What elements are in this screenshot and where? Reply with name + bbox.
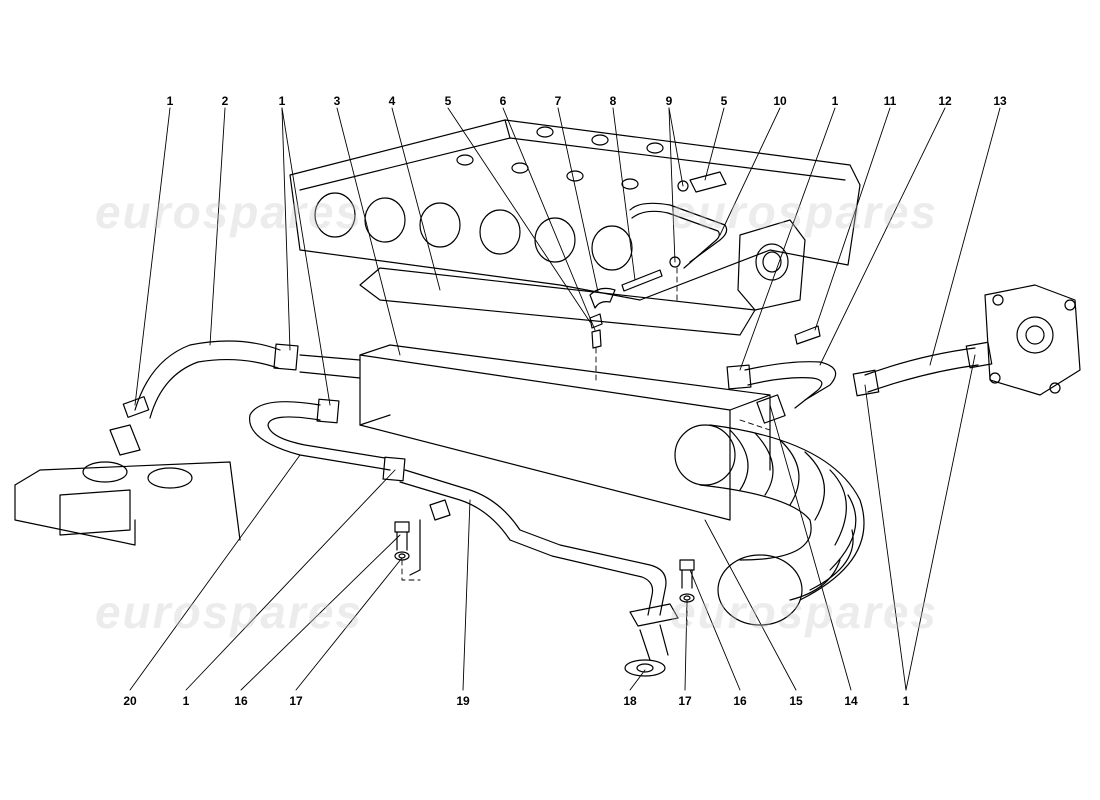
assembly-guides [401, 267, 771, 626]
callout-bottom-9: 15 [789, 694, 803, 708]
hose-left-upper [122, 340, 361, 419]
gasket [359, 267, 756, 336]
callout-bottom-8: 16 [733, 694, 747, 708]
cylinder-ports [314, 192, 633, 271]
hose-right [852, 341, 993, 397]
callout-bottom-1: 20 [123, 694, 137, 708]
engine-block-fragment [14, 424, 241, 546]
callout-top-5: 4 [388, 94, 396, 108]
callout-bottom-5: 19 [456, 694, 470, 708]
callout-bottom-2: 1 [182, 694, 190, 708]
bolt-washer-left [394, 521, 410, 561]
callout-top-15: 12 [938, 94, 952, 108]
callout-top-7: 6 [499, 94, 507, 108]
callout-bottom-4: 17 [289, 694, 303, 708]
return-pipe [399, 469, 667, 616]
callout-top-16: 13 [993, 94, 1007, 108]
callout-bottom-7: 17 [678, 694, 692, 708]
callout-top-4: 3 [333, 94, 341, 108]
callout-bottom-11: 1 [902, 694, 910, 708]
callout-bottom-3: 16 [234, 694, 248, 708]
callout-top-3: 1 [278, 94, 286, 108]
outlet-flange [624, 603, 679, 677]
leader-lines [129, 107, 1001, 691]
callout-top-1: 1 [166, 94, 174, 108]
oil-cooler-tank [359, 344, 771, 521]
callout-top-10: 9 [665, 94, 673, 108]
hose-right-mid [726, 361, 837, 424]
callout-top-2: 2 [221, 94, 229, 108]
callout-top-11: 5 [720, 94, 728, 108]
cylinder-head [289, 119, 861, 311]
callout-top-8: 7 [554, 94, 562, 108]
pump-housing [984, 284, 1081, 396]
corrugated-air-duct [674, 424, 865, 626]
callout-top-6: 5 [444, 94, 452, 108]
callout-top-9: 8 [609, 94, 617, 108]
callout-top-13: 1 [831, 94, 839, 108]
callout-top-12: 10 [773, 94, 787, 108]
bolt-washer-right [679, 559, 695, 603]
callout-bottom-10: 14 [844, 694, 858, 708]
callout-bottom-6: 18 [623, 694, 637, 708]
callout-top-14: 11 [883, 94, 897, 108]
hose-left-lower [249, 398, 406, 482]
